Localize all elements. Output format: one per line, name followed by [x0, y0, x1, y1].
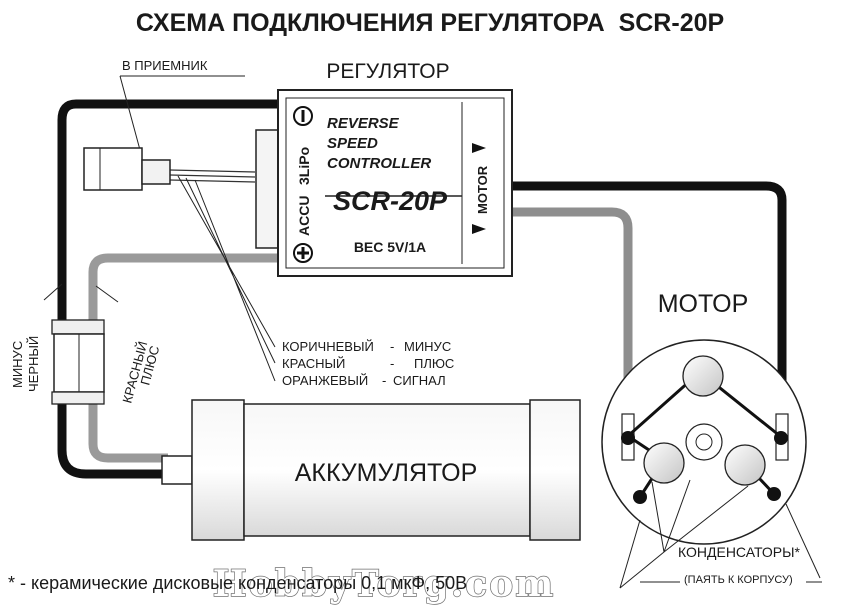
motor-label: МОТОР [658, 290, 749, 318]
black-label: ЧЕРНЫЙ [26, 336, 41, 392]
minus-leader [43, 283, 63, 301]
motor-arrow-up-icon [472, 143, 486, 153]
controller-line2: SPEED [327, 135, 378, 152]
legend-color-2: ОРАНЖЕВЫЙ [282, 373, 368, 388]
signal-wires [169, 169, 256, 183]
legend-color-0: КОРИЧНЕВЫЙ [282, 339, 374, 354]
black-battery-wire [57, 99, 278, 479]
capacitors-label: КОНДЕНСАТОРЫ* [678, 544, 801, 560]
legend-dash-0: - [390, 339, 394, 354]
battery-body [161, 399, 581, 541]
motor-end-cap [601, 339, 807, 545]
controller-body [255, 89, 513, 277]
legend-color-1: КРАСНЫЙ [282, 356, 345, 371]
battery-connector [51, 319, 105, 405]
solder-label: (ПАЯТЬ К КОРПУСУ) [684, 574, 793, 586]
plus-leader [95, 285, 119, 303]
gray-motor-wire [512, 207, 633, 415]
motor-arrow-down-icon [472, 224, 486, 234]
legend-meaning-0: МИНУС [404, 339, 451, 354]
minus-label: МИНУС [10, 341, 25, 388]
solder-points [621, 431, 788, 504]
controller-model: SCR-20P [333, 186, 448, 216]
regulator-label: РЕГУЛЯТОР [326, 60, 449, 83]
controller-accu: ACCU [296, 196, 312, 236]
receiver-connector [83, 147, 171, 191]
controller-lipo: 3LiPo [296, 147, 312, 185]
plus-terminal-icon [293, 243, 313, 263]
black-motor-wire [512, 181, 787, 415]
legend-leaders [177, 175, 276, 382]
solder-leaders [619, 503, 821, 589]
legend-dash-1: - [390, 356, 394, 371]
legend-dash-2: - [382, 373, 386, 388]
legend-meaning-1: ПЛЮС [414, 356, 454, 371]
wire-legend: КОРИЧНЕВЫЙ - МИНУС КРАСНЫЙ - ПЛЮС ОРАНЖЕ… [282, 339, 454, 388]
diagram-title: СХЕМА ПОДКЛЮЧЕНИЯ РЕГУЛЯТОРА SCR-20P [136, 9, 724, 37]
minus-terminal-icon [293, 106, 313, 126]
footnote: * - керамические дисковые конденсаторы 0… [8, 573, 467, 593]
controller-motor-label: MOTOR [475, 165, 490, 214]
capacitors [643, 355, 766, 486]
controller-bec: BEC 5V/1A [354, 239, 426, 255]
receiver-label: В ПРИЕМНИК [122, 58, 208, 73]
controller-line3: CONTROLLER [327, 155, 431, 172]
battery-label: АККУМУЛЯТОР [295, 459, 478, 487]
watermark: HobbyTorg.com [213, 563, 556, 605]
controller-line1: REVERSE [327, 115, 400, 132]
receiver-leader [119, 75, 245, 151]
capacitor-leaders [619, 479, 749, 589]
legend-meaning-2: СИГНАЛ [393, 373, 446, 388]
